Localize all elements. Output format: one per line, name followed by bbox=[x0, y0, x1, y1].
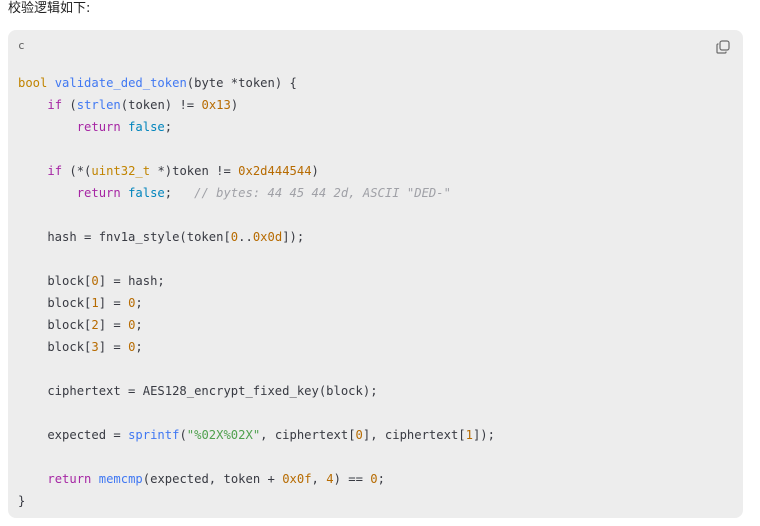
code-token: return bbox=[47, 472, 92, 486]
code-line-18 bbox=[18, 446, 495, 468]
code-token: 0 bbox=[128, 318, 136, 332]
code-token: 0 bbox=[91, 274, 99, 288]
intro-text: 校验逻辑如下: bbox=[8, 1, 91, 16]
code-line-8: hash = fnv1a_style(token[0..0x0d]); bbox=[18, 230, 305, 244]
code-token: return bbox=[76, 120, 121, 134]
code-line-16 bbox=[18, 402, 495, 424]
code-line-1: bool validate_ded_token(byte *token) { bbox=[18, 76, 297, 90]
code-comment: // bytes: 44 45 44 2d, ASCII "DED-" bbox=[194, 186, 451, 200]
code-content: bool validate_ded_token(byte *token) { i… bbox=[18, 72, 495, 512]
code-token: 1 bbox=[465, 428, 473, 442]
code-line-7 bbox=[18, 204, 495, 226]
code-line-10: block[0] = hash; bbox=[18, 274, 165, 288]
code-token: 0 bbox=[355, 428, 363, 442]
code-token: strlen bbox=[76, 98, 121, 112]
code-line-2: if (strlen(token) != 0x13) bbox=[47, 98, 239, 112]
code-line-19: return memcmp(expected, token + 0x0f, 4)… bbox=[47, 472, 385, 486]
code-line-20: } bbox=[18, 494, 26, 508]
code-line-9 bbox=[18, 248, 495, 270]
code-token: 0x13 bbox=[201, 98, 231, 112]
code-language-label: c bbox=[18, 39, 25, 52]
code-line-4 bbox=[18, 138, 495, 160]
code-line-11: block[1] = 0; bbox=[18, 296, 143, 310]
code-token: false bbox=[128, 120, 165, 134]
code-token: 0x0d bbox=[252, 230, 283, 244]
code-token: uint32_t bbox=[91, 164, 151, 178]
code-token: memcmp bbox=[98, 472, 143, 486]
code-token: 1 bbox=[91, 296, 99, 310]
code-token: bool bbox=[18, 76, 48, 90]
code-string: "%02X%02X" bbox=[186, 428, 261, 442]
code-line-12: block[2] = 0; bbox=[18, 318, 143, 332]
code-line-6: return false; // bytes: 44 45 44 2d, ASC… bbox=[76, 186, 451, 200]
code-token: 0x2d444544 bbox=[238, 164, 312, 178]
code-token: false bbox=[128, 186, 165, 200]
code-token: sprintf bbox=[128, 428, 180, 442]
code-token: 3 bbox=[91, 340, 99, 354]
copy-icon[interactable] bbox=[716, 40, 730, 54]
code-token: 0x0f bbox=[282, 472, 312, 486]
code-token: 4 bbox=[326, 472, 334, 486]
code-line-17: expected = sprintf("%02X%02X", ciphertex… bbox=[18, 428, 495, 442]
code-token: 0 bbox=[230, 230, 239, 244]
code-token: if bbox=[47, 164, 63, 178]
code-token: 2 bbox=[91, 318, 99, 332]
code-block: c bool validate_ded_token(byte *token) {… bbox=[8, 30, 743, 518]
code-token: 0 bbox=[128, 296, 136, 310]
code-line-13: block[3] = 0; bbox=[18, 340, 143, 354]
code-line-3: return false; bbox=[76, 120, 173, 134]
code-token: 0 bbox=[128, 340, 136, 354]
code-line-14 bbox=[18, 358, 495, 380]
code-line-5: if (*(uint32_t *)token != 0x2d444544) bbox=[47, 164, 319, 178]
code-token: 0 bbox=[370, 472, 378, 486]
code-token: return bbox=[76, 186, 121, 200]
code-line-15: ciphertext = AES128_encrypt_fixed_key(bl… bbox=[18, 384, 378, 398]
code-token: if bbox=[47, 98, 63, 112]
code-token: validate_ded_token bbox=[54, 76, 187, 90]
